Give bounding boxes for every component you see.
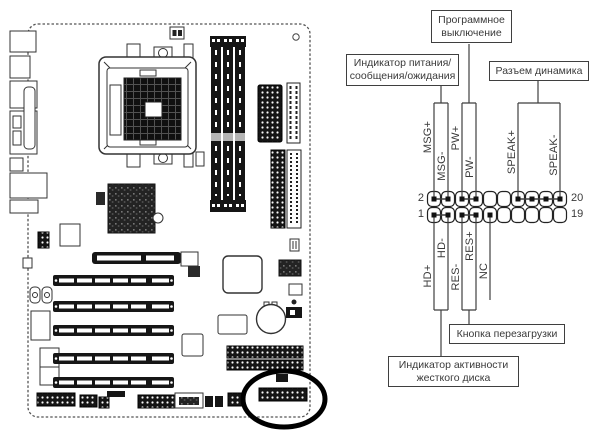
small-part bbox=[22, 257, 33, 269]
label-power-indicator: Индикатор питания/ сообщения/ожидания bbox=[346, 54, 459, 86]
label-line: Индикатор питания/ bbox=[353, 57, 452, 69]
signal-label-speak-minus: SPEAK- bbox=[548, 134, 560, 176]
voltage-module bbox=[96, 192, 105, 205]
small-header bbox=[37, 231, 50, 249]
usb-header bbox=[226, 359, 304, 371]
signal-label-hd-plus: HD+ bbox=[422, 264, 434, 288]
io-ports bbox=[9, 30, 48, 214]
bios-chip bbox=[181, 333, 204, 357]
label-line: жесткого диска bbox=[416, 371, 491, 384]
pin-number-20: 20 bbox=[571, 192, 584, 204]
mounting-hole bbox=[292, 33, 300, 41]
signal-label-res-plus: RES+ bbox=[464, 231, 476, 261]
floppy-connector bbox=[286, 82, 301, 144]
motherboard-illustration bbox=[9, 23, 328, 430]
signal-label-res-minus: RES- bbox=[450, 263, 462, 291]
audio-jacks bbox=[29, 286, 53, 304]
small-chip bbox=[217, 314, 248, 335]
label-line: Разъем динамика bbox=[495, 64, 583, 77]
label-speaker-connector: Разъем динамика bbox=[489, 61, 589, 81]
bottom-headers bbox=[36, 391, 245, 409]
label-hdd-activity-indicator: Индикатор активности жесткого диска bbox=[388, 356, 519, 387]
label-reset-button: Кнопка перезагрузки bbox=[449, 324, 565, 344]
label-line: сообщения/ожидания bbox=[349, 70, 456, 82]
signal-label-msg-plus: MSG+ bbox=[422, 120, 434, 154]
northbridge-chip bbox=[107, 183, 164, 234]
usb-header bbox=[226, 345, 304, 359]
pin-number-19: 19 bbox=[571, 208, 584, 220]
label-line: Индикатор активности bbox=[398, 358, 509, 371]
small-chip bbox=[59, 223, 81, 247]
label-line: выключение bbox=[441, 26, 502, 39]
cpu-socket bbox=[98, 43, 205, 168]
atx-power-connector bbox=[257, 84, 283, 143]
pin-dots bbox=[431, 196, 563, 218]
label-line: Программное bbox=[438, 13, 505, 26]
pin-number-1: 1 bbox=[417, 208, 424, 220]
signal-label-pw-minus: PW- bbox=[464, 156, 476, 178]
small-right-parts bbox=[278, 238, 303, 318]
signal-label-msg-minus: MSG- bbox=[436, 151, 448, 181]
signal-label-nc: NC bbox=[478, 262, 490, 280]
southbridge-chip bbox=[222, 255, 263, 294]
cmos-battery bbox=[255, 301, 287, 335]
agp-slot bbox=[92, 251, 200, 277]
signal-label-hd-minus: HD- bbox=[436, 237, 448, 259]
label-line: Кнопка перезагрузки bbox=[456, 327, 558, 340]
ide-connectors bbox=[270, 149, 302, 229]
front-panel-header bbox=[258, 374, 308, 402]
label-soft-power-off: Программное выключение bbox=[431, 10, 512, 43]
audio-chip bbox=[30, 310, 51, 341]
signal-label-speak-plus: SPEAK+ bbox=[506, 129, 518, 175]
highlight-ellipse bbox=[240, 368, 328, 430]
fan-connector bbox=[169, 26, 185, 40]
signal-label-pw-plus: PW+ bbox=[450, 125, 462, 151]
pin-number-2: 2 bbox=[417, 192, 424, 204]
